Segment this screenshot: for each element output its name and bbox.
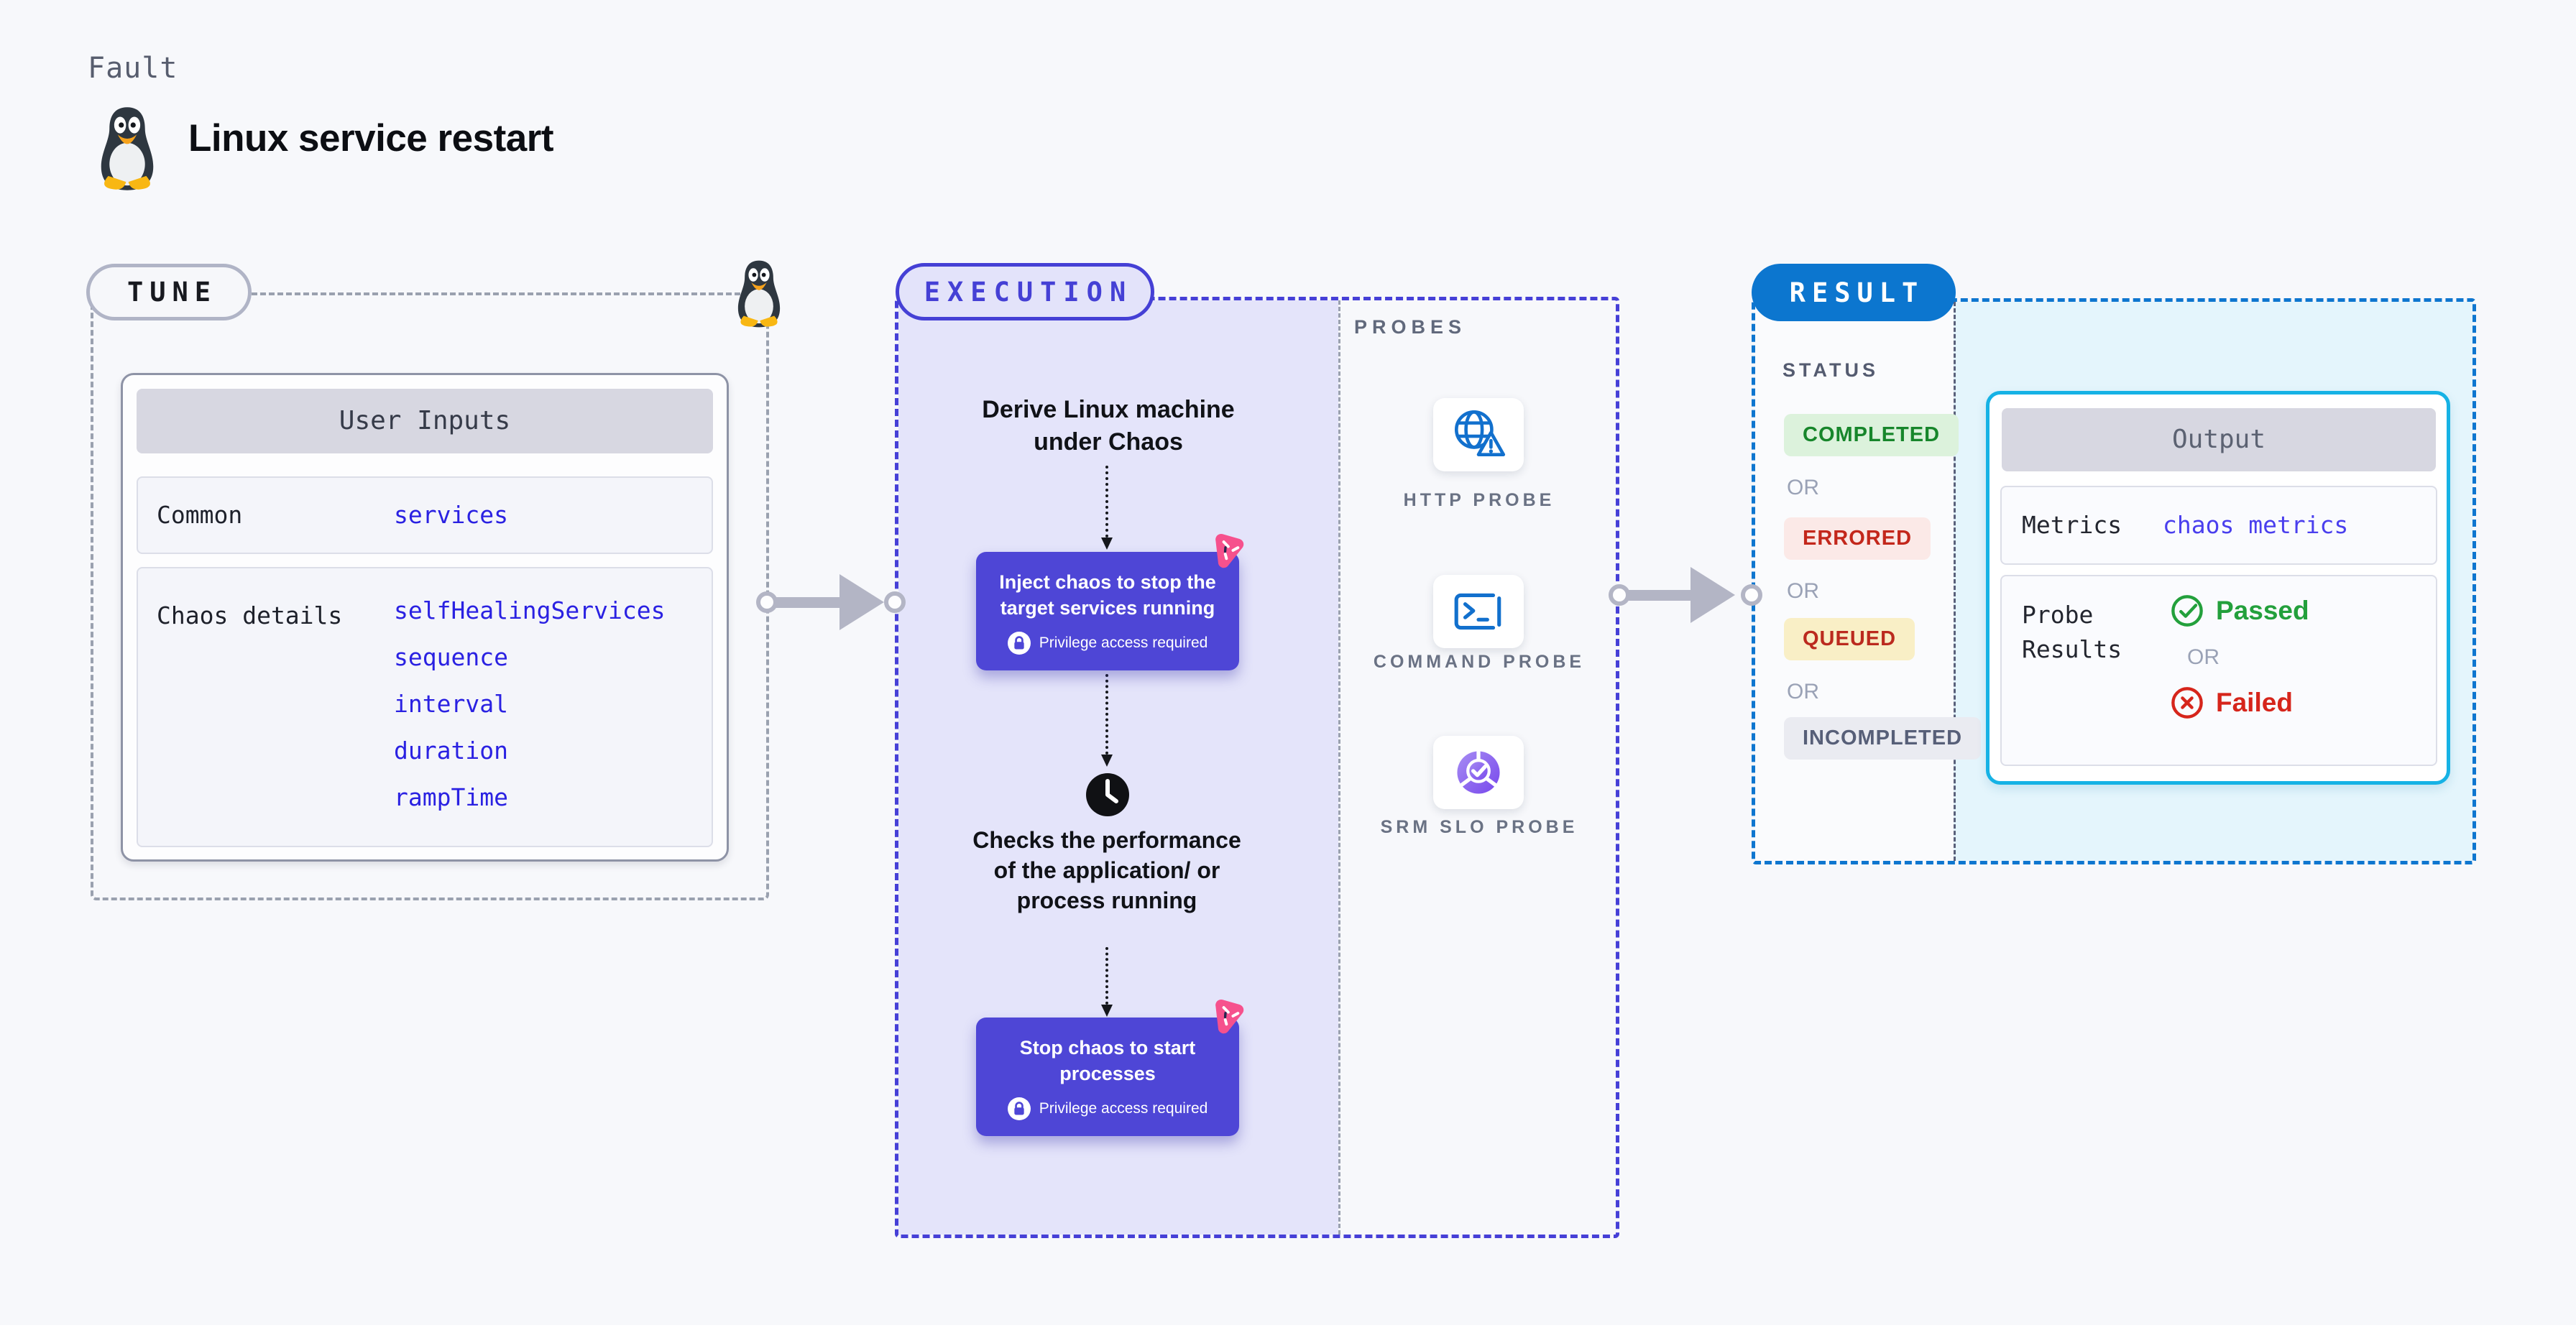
row-label: Common (157, 501, 243, 529)
privilege-badge-text: Privilege access required (1039, 634, 1208, 651)
row-label: Chaos details (157, 601, 343, 629)
or-separator: OR (1787, 476, 1819, 499)
arrow-right-icon (772, 597, 841, 608)
status-label: STATUS (1782, 359, 1879, 381)
passed-check-icon (2171, 595, 2203, 627)
probe-results-row: Probe Results Passed OR Failed (2000, 575, 2437, 766)
arrow-right-icon (1690, 567, 1735, 623)
failed-text: Failed (2216, 688, 2293, 717)
metrics-row: Metrics chaos metrics (2000, 486, 2437, 565)
srm-slo-probe-icon (1457, 751, 1500, 794)
lock-icon (1007, 631, 1031, 655)
privilege-badge: Privilege access required (990, 1097, 1225, 1120)
passed-line: Passed (2170, 594, 2309, 628)
privilege-badge: Privilege access required (990, 631, 1225, 655)
bottom-strip (0, 1325, 2576, 1338)
lock-icon (1007, 1097, 1031, 1120)
arrow-right-icon (1624, 590, 1692, 601)
stop-chaos-button[interactable]: Stop chaos to start processes Privilege … (976, 1018, 1239, 1136)
user-inputs-header: User Inputs (137, 389, 713, 453)
status-panel (1755, 302, 1954, 861)
chaos-icon (1215, 999, 1244, 1034)
probe-label: SRM SLO PROBE (1380, 817, 1578, 837)
probes-panel-divider (1338, 300, 1340, 1235)
srm-slo-probe-card (1433, 736, 1524, 809)
row-value: interval (394, 690, 508, 718)
row-value: sequence (394, 643, 508, 671)
button-label: Inject chaos to stop the target services… (999, 571, 1216, 619)
status-badge-completed: COMPLETED (1784, 414, 1959, 456)
user-inputs-row-chaos-details: Chaos details selfHealingServices sequen… (137, 567, 713, 847)
derive-step-text: Derive Linux machine under Chaos (982, 396, 1235, 456)
probe-label: HTTP PROBE (1403, 490, 1555, 510)
command-probe-icon (1454, 593, 1501, 630)
privilege-badge-text: Privilege access required (1039, 1099, 1208, 1117)
row-value: selfHealingServices (394, 596, 666, 624)
failed-x-icon (2171, 687, 2203, 719)
row-value: duration (394, 737, 508, 765)
tux-penguin-icon (737, 260, 781, 328)
passed-text: Passed (2216, 596, 2309, 625)
dotted-down-arrow-icon (1101, 674, 1113, 767)
probe-results-label: Probe Results (2022, 601, 2122, 663)
clock-icon (1086, 773, 1129, 816)
row-value: services (394, 501, 508, 529)
page-title: Linux service restart (188, 117, 553, 160)
execution-pill: EXECUTION (896, 263, 1154, 320)
probes-label: PROBES (1354, 316, 1467, 338)
probe-results-content: Passed OR Failed (2170, 594, 2309, 720)
or-separator: OR (1787, 680, 1819, 703)
failed-line: Failed (2170, 686, 2309, 720)
status-badge-incompleted: INCOMPLETED (1784, 717, 1982, 760)
metrics-label: Metrics (2022, 511, 2122, 539)
output-header: Output (2002, 408, 2436, 471)
fault-eyebrow: Fault (88, 52, 178, 85)
tux-penguin-icon (101, 107, 154, 190)
or-separator: OR (1787, 579, 1819, 603)
row-value: rampTime (394, 783, 508, 811)
row-values: selfHealingServices sequence interval du… (394, 587, 666, 821)
button-label: Stop chaos to start processes (1019, 1037, 1196, 1085)
probe-label: COMMAND PROBE (1373, 652, 1586, 672)
http-probe-card (1433, 398, 1524, 471)
connector-dot-icon (1609, 584, 1630, 606)
dotted-down-arrow-icon (1101, 466, 1113, 550)
status-badge-errored: ERRORED (1784, 517, 1931, 560)
inject-chaos-button[interactable]: Inject chaos to stop the target services… (976, 552, 1239, 670)
tune-pill: TUNE (86, 264, 252, 320)
checks-step-text: Checks the performance of the applicatio… (972, 827, 1241, 914)
result-pill: RESULT (1752, 264, 1956, 321)
connector-dot-icon (884, 591, 906, 613)
metrics-value[interactable]: chaos metrics (2163, 511, 2349, 539)
status-badge-queued: QUEUED (1784, 618, 1915, 660)
http-probe-icon (1454, 410, 1506, 456)
arrow-right-icon (840, 574, 884, 630)
connector-dot-icon (1741, 584, 1762, 606)
chaos-icon (1215, 533, 1244, 568)
or-separator: OR (2187, 645, 2220, 669)
connector-dot-icon (756, 591, 778, 613)
command-probe-card (1433, 575, 1524, 648)
user-inputs-row-common: Common services (137, 476, 713, 554)
dotted-down-arrow-icon (1101, 947, 1113, 1017)
